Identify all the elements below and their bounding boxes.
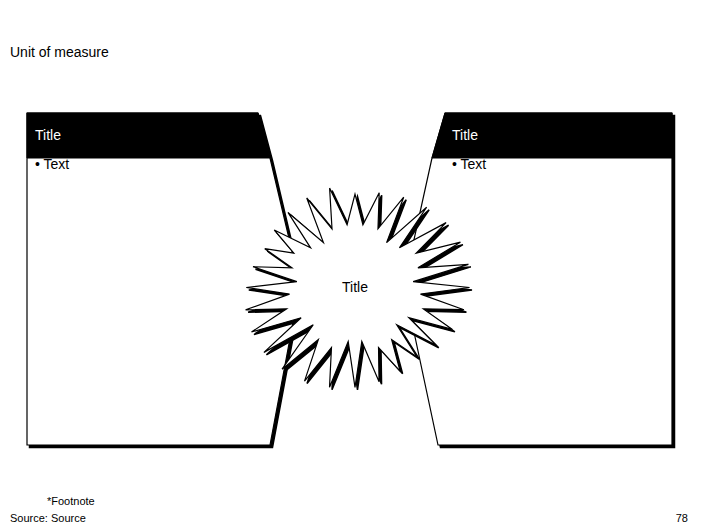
right-panel: Title• Text bbox=[404, 113, 672, 445]
footnote: *Footnote bbox=[47, 495, 95, 507]
title: Title bbox=[342, 279, 368, 296]
source: Source: Source bbox=[10, 512, 86, 524]
bullet-text: • Text bbox=[27, 144, 302, 173]
right-panel-outline bbox=[404, 113, 672, 445]
outline bbox=[404, 113, 672, 445]
unit-label: Unit of measure bbox=[10, 44, 109, 60]
left-panel: Title• Text bbox=[27, 113, 302, 445]
starburst: Title bbox=[235, 180, 475, 395]
title: Title bbox=[27, 113, 302, 144]
page-number: 78 bbox=[676, 512, 688, 524]
bullet-text: • Text bbox=[404, 144, 672, 173]
outline bbox=[246, 188, 470, 387]
header-band bbox=[27, 113, 270, 158]
title: Title bbox=[404, 113, 672, 144]
